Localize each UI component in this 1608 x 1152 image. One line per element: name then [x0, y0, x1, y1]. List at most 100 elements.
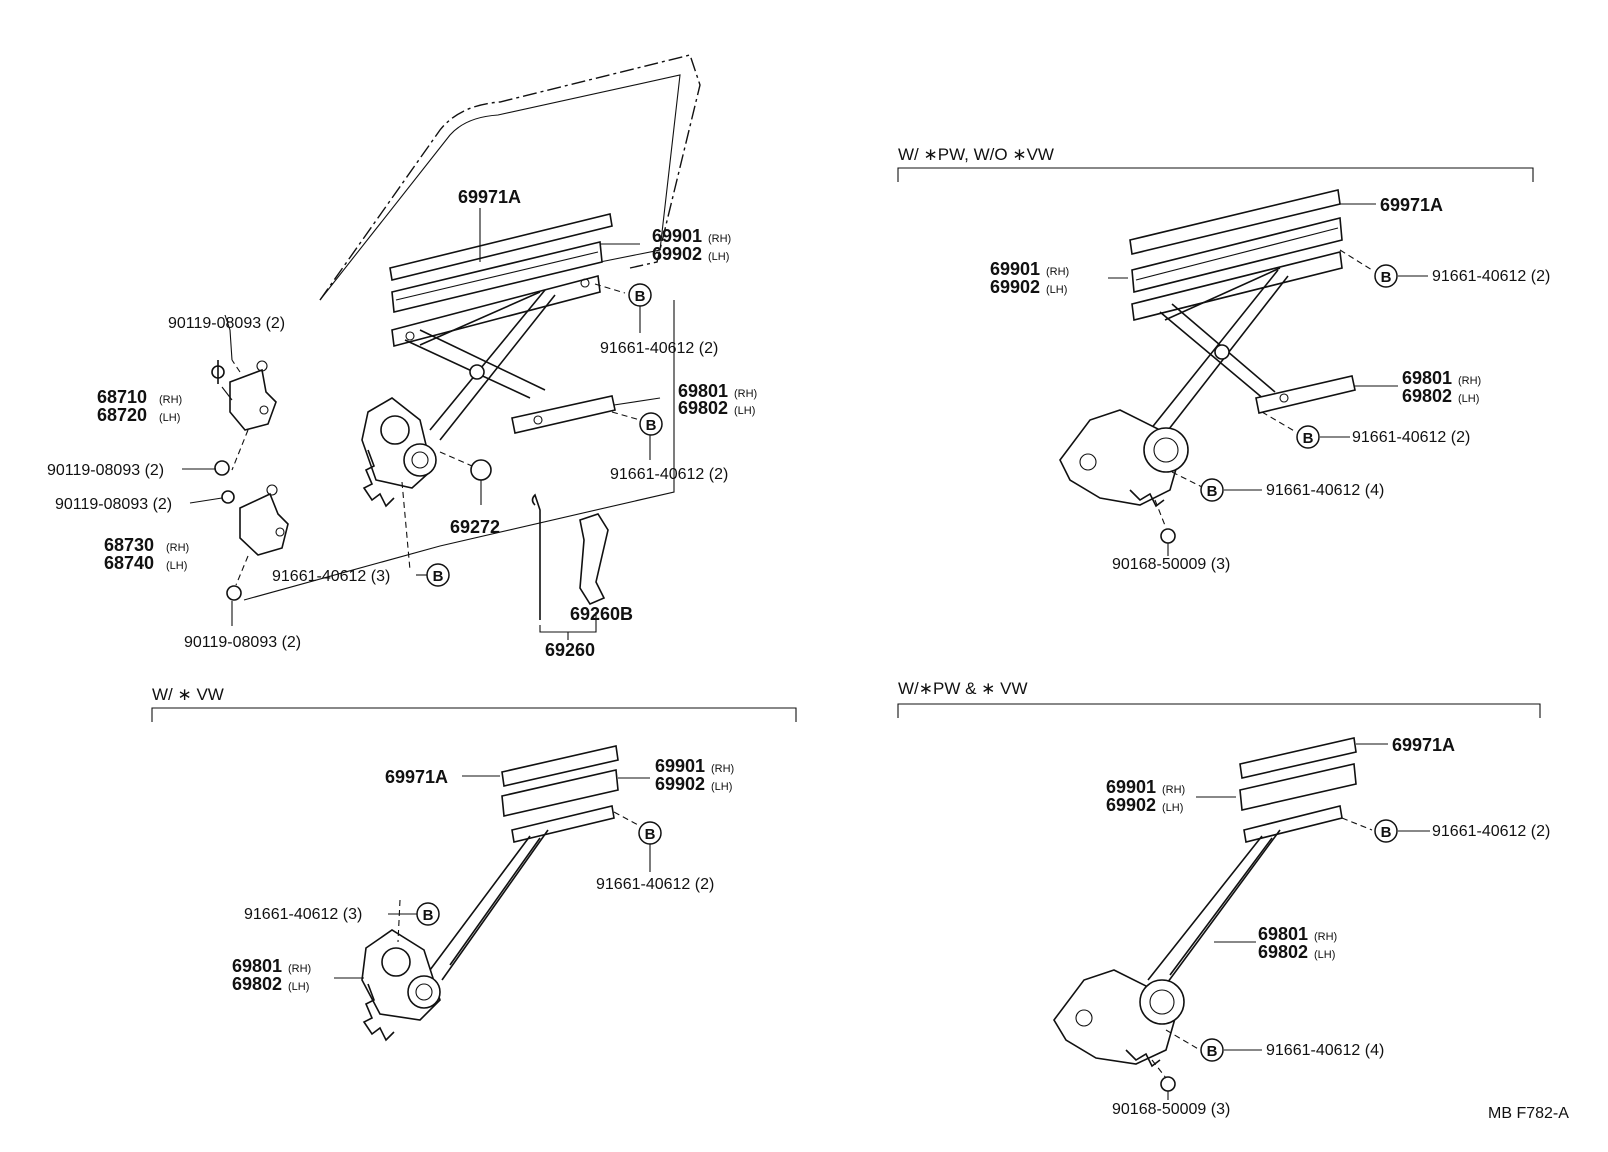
svg-text:B: B [1381, 269, 1392, 286]
part-label: 69272 [450, 517, 500, 537]
part-label: 91661-40612 (2) [1432, 268, 1550, 285]
part-label: 69802 [1258, 942, 1308, 962]
part-label: 69802 [678, 398, 728, 418]
diagram-code: MB F782-A [1488, 1105, 1569, 1122]
part-label: (LH) [159, 412, 180, 424]
part-label: (LH) [288, 981, 309, 993]
window-crank-handle [531, 493, 609, 620]
power-window-motor [1053, 969, 1185, 1068]
part-label: (RH) [734, 388, 757, 400]
part-label: 90119-08093 (2) [184, 634, 301, 651]
part-label: (RH) [1314, 931, 1337, 943]
part-label: (RH) [1458, 375, 1481, 387]
part-label: 91661-40612 (4) [1266, 1042, 1384, 1059]
b-marker: B [638, 821, 662, 845]
part-label: 68740 [104, 553, 154, 573]
part-label: (RH) [1162, 784, 1185, 796]
glass-channel [391, 241, 603, 313]
part-label: (LH) [1046, 284, 1067, 296]
part-label: (RH) [166, 542, 189, 554]
svg-text:B: B [423, 907, 434, 924]
svg-text:B: B [1207, 1043, 1218, 1060]
svg-text:B: B [645, 826, 656, 843]
part-label: 69801 [678, 381, 728, 401]
part-label: (LH) [1162, 802, 1183, 814]
b-marker: B [1200, 478, 1224, 502]
part-label: 90119-08093 (2) [168, 315, 285, 332]
main-regulator-assembly: B B B 69971A 69901 (RH) 69902 (LH) 91661… [47, 54, 757, 660]
regulator-gear-plate [361, 929, 441, 1042]
part-label: (LH) [734, 405, 755, 417]
part-label: 90168-50009 (3) [1112, 556, 1230, 573]
lower-arm-channel [511, 395, 616, 434]
part-label: 69260 [545, 640, 595, 660]
part-label: (LH) [711, 781, 732, 793]
part-label: (LH) [708, 251, 729, 263]
part-label: 69801 [232, 956, 282, 976]
part-label: 90168-50009 (3) [1112, 1101, 1230, 1118]
glass-run-strip [389, 213, 613, 281]
section-pw-and-vw: W/∗PW & ∗ VW B B 69971A 69901 (RH) 69902 [897, 679, 1550, 1118]
b-marker: B [1374, 264, 1398, 288]
part-label: 69801 [1258, 924, 1308, 944]
part-label: 91661-40612 (2) [1352, 429, 1470, 446]
part-label: 69802 [232, 974, 282, 994]
part-label: 69901 [655, 756, 705, 776]
part-label: 69901 [1106, 777, 1156, 797]
part-label: (LH) [1314, 949, 1335, 961]
part-label: 69971A [1380, 195, 1443, 215]
part-label: (LH) [1458, 393, 1479, 405]
part-label: 69801 [1402, 368, 1452, 388]
part-label: (LH) [166, 560, 187, 572]
part-label: 69260B [570, 604, 633, 624]
part-label: 69971A [385, 767, 448, 787]
part-label: 68730 [104, 535, 154, 555]
section-pw-without-vw: W/ ∗PW, W/O ∗VW B B [897, 145, 1550, 573]
b-marker: B [639, 412, 663, 436]
regulator-gear-plate [361, 397, 437, 508]
b-marker: B [1296, 425, 1320, 449]
svg-text:B: B [1207, 483, 1218, 500]
part-label: 91661-40612 (3) [244, 906, 362, 923]
part-label: (RH) [288, 963, 311, 975]
section-title: W/ ∗ VW [152, 685, 224, 704]
part-label: 91661-40612 (2) [1432, 823, 1550, 840]
part-label: 90119-08093 (2) [47, 462, 164, 479]
section-title: W/∗PW & ∗ VW [898, 679, 1028, 698]
section-vw: W/ ∗ VW B B 69971A 69901 (RH) 69902 (LH)… [151, 685, 797, 1042]
part-label: (RH) [708, 233, 731, 245]
section-title: W/ ∗PW, W/O ∗VW [898, 145, 1054, 164]
power-window-motor [1059, 409, 1189, 508]
part-label: 91661-40612 (2) [610, 466, 728, 483]
part-label: 91661-40612 (2) [596, 876, 714, 893]
b-marker: B [426, 563, 450, 587]
svg-text:B: B [646, 417, 657, 434]
part-label: 68720 [97, 405, 147, 425]
svg-text:B: B [433, 568, 444, 585]
svg-text:B: B [1381, 824, 1392, 841]
svg-text:B: B [1303, 430, 1314, 447]
b-marker: B [1374, 819, 1398, 843]
part-label: 90119-08093 (2) [55, 496, 172, 513]
part-label: 69902 [1106, 795, 1156, 815]
door-glass-outline [319, 54, 701, 301]
part-label: 69802 [1402, 386, 1452, 406]
part-label: 69901 [990, 259, 1040, 279]
b-marker: B [628, 283, 652, 307]
part-label: 69902 [990, 277, 1040, 297]
part-label: 69902 [655, 774, 705, 794]
part-label: 91661-40612 (4) [1266, 482, 1384, 499]
b-marker: B [1200, 1038, 1224, 1062]
part-label: 91661-40612 (2) [600, 340, 718, 357]
part-label: (RH) [711, 763, 734, 775]
part-label: 68710 [97, 387, 147, 407]
part-label: 69902 [652, 244, 702, 264]
part-label: 91661-40612 (3) [272, 568, 390, 585]
part-label: 69901 [652, 226, 702, 246]
lower-hinge-bracket [221, 484, 289, 556]
part-label: (RH) [159, 394, 182, 406]
part-label: 69971A [1392, 735, 1455, 755]
washer [470, 459, 492, 481]
part-label: 69971A [458, 187, 521, 207]
